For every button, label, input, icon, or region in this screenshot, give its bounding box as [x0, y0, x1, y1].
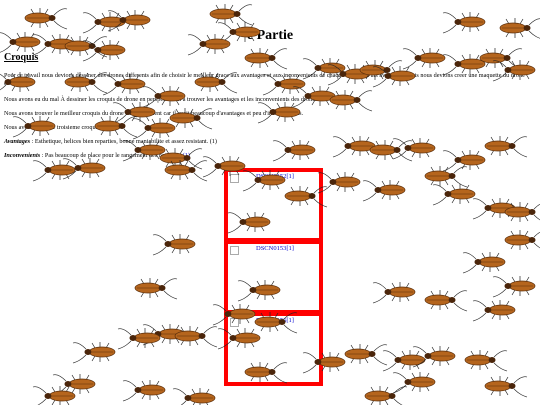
cockroach-icon	[392, 371, 436, 394]
cockroach-icon	[244, 47, 288, 70]
cockroach-icon	[152, 233, 196, 256]
cockroach-icon	[52, 373, 96, 396]
cockroach-icon	[174, 325, 218, 348]
disadvantages-label: Inconvenients	[4, 152, 41, 159]
cockroach-icon	[122, 379, 166, 402]
image-caption-2[interactable]: DSCN0153[1]	[256, 245, 294, 252]
cockroach-icon	[402, 47, 446, 70]
cockroach-icon	[372, 281, 416, 304]
cockroach-icon	[412, 345, 456, 368]
cockroach-icon	[382, 349, 426, 372]
image-frame-1[interactable]: DSCN0152[1]	[224, 168, 323, 242]
broken-image-icon	[230, 246, 239, 255]
cockroach-icon	[432, 183, 476, 206]
cockroach-icon	[472, 299, 516, 322]
cockroach-icon	[72, 341, 116, 364]
disadvantages-line: Inconvenients : Pas beaucoup de place po…	[4, 152, 536, 160]
cockroach-icon	[344, 343, 388, 366]
advantages-line: Avantages : Esthetique, helices bien rep…	[4, 138, 536, 146]
cockroach-icon	[32, 159, 76, 182]
advantages-text: : Esthetique, helices bien reparties, bo…	[30, 138, 217, 145]
cockroach-icon	[172, 387, 216, 405]
broken-image-icon	[230, 174, 239, 183]
cockroach-icon	[424, 289, 468, 312]
image-frame-3[interactable]: DSCN0156[1]	[224, 312, 323, 386]
paragraph-choice: Nous avons choisi le troisieme croquis.	[4, 124, 102, 131]
image-frame-2[interactable]: DSCN0153[1]	[224, 240, 323, 314]
cockroach-icon	[117, 327, 161, 350]
cockroach-icon	[472, 197, 516, 220]
cockroach-icon	[134, 277, 178, 300]
page-title: e Partie	[246, 28, 294, 43]
cockroach-icon	[32, 385, 76, 405]
cockroach-icon	[317, 171, 361, 194]
cockroach-icon	[464, 349, 508, 372]
cockroach-icon	[62, 157, 106, 180]
cockroach-icon	[462, 251, 506, 274]
paragraph-difficulty: Nous avons eu du mal À dessiner les croq…	[4, 96, 319, 103]
image-caption-1[interactable]: DSCN0152[1]	[256, 173, 294, 180]
cockroach-icon	[492, 275, 536, 298]
paragraph-intro: Pour ce travail nous devions dessiner de…	[4, 72, 525, 87]
paragraph-best: Nous avons trouver le meilleur croquis d…	[4, 110, 304, 117]
section-heading-croquis: Croquis	[4, 52, 39, 63]
cockroach-icon	[24, 7, 68, 30]
cockroach-icon	[362, 179, 406, 202]
cockroach-icon	[504, 229, 540, 252]
cockroach-icon	[504, 201, 540, 224]
cockroach-icon	[479, 47, 523, 70]
image-caption-3[interactable]: DSCN0156[1]	[256, 317, 294, 324]
disadvantages-ref-link[interactable]: (1)	[182, 152, 190, 159]
disadvantages-text: : Pas beaucoup de place pour le rangemen…	[40, 152, 182, 159]
broken-image-icon	[230, 318, 239, 327]
cockroach-icon	[424, 165, 468, 188]
cockroach-icon	[364, 385, 408, 405]
advantages-label: Avantages	[4, 138, 31, 145]
cockroach-icon	[484, 375, 528, 398]
cockroach-icon	[142, 323, 186, 346]
cockroach-icon	[164, 159, 208, 182]
cockroach-icon	[209, 3, 253, 26]
